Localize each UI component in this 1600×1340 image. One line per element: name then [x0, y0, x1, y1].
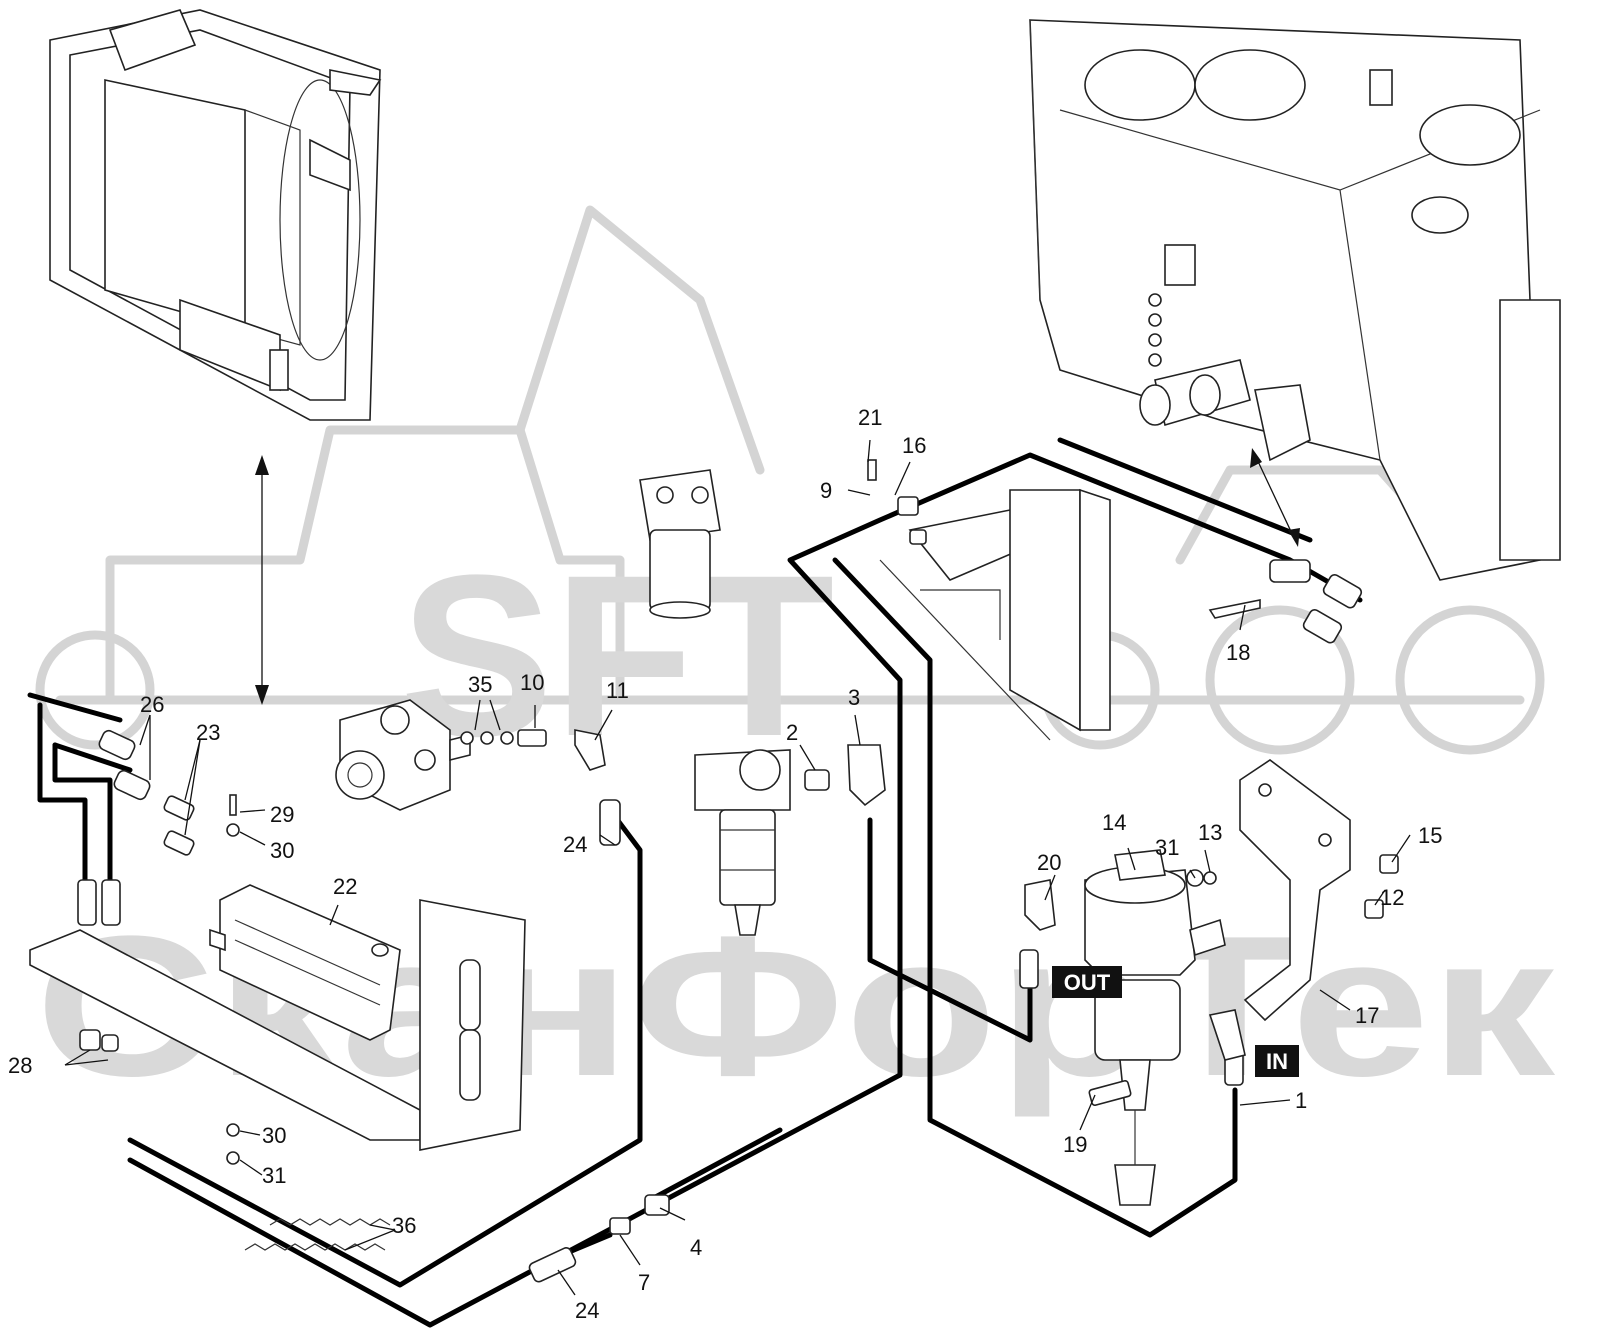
callout-11: 11 — [606, 678, 629, 703]
fittings — [77, 459, 1399, 1283]
arrow-up-icon — [1250, 448, 1262, 468]
callout-28: 28 — [8, 1053, 32, 1078]
chassis-frame — [1029, 19, 1561, 581]
assembly-arrows — [255, 448, 1300, 705]
callout-30-top: 30 — [270, 838, 294, 863]
callout-26: 26 — [140, 692, 164, 717]
arrow-up-icon — [255, 455, 269, 475]
fuel-filter-housing — [1084, 849, 1196, 1206]
water-separator-filter — [694, 749, 791, 936]
callout-24-top: 24 — [563, 832, 587, 857]
callout-9: 9 — [820, 478, 832, 503]
out-label: OUT — [1064, 970, 1111, 995]
fuel-injection-pump — [335, 699, 471, 811]
callout-22: 22 — [333, 874, 357, 899]
callout-30-bottom: 30 — [262, 1123, 286, 1148]
callout-19: 19 — [1063, 1132, 1087, 1157]
callout-23: 23 — [196, 720, 220, 745]
arrow-down-icon — [1288, 528, 1300, 547]
fuel-cooler — [209, 884, 401, 1041]
callout-35: 35 — [468, 672, 492, 697]
callout-labels: 21 16 9 18 35 10 11 3 2 26 23 29 30 24 2… — [8, 405, 1442, 1323]
callout-17: 17 — [1355, 1003, 1379, 1028]
callout-4: 4 — [690, 1235, 702, 1260]
tank-bracket — [879, 488, 1111, 741]
callout-31-bottom: 31 — [262, 1163, 286, 1188]
callout-3: 3 — [848, 685, 860, 710]
callout-29: 29 — [270, 802, 294, 827]
callout-31-top: 31 — [1155, 835, 1179, 860]
in-label: IN — [1266, 1049, 1288, 1074]
callout-7: 7 — [638, 1270, 650, 1295]
leader-lines — [64, 439, 1411, 1296]
radiator-assembly — [49, 9, 382, 421]
in-tag: IN — [1255, 1045, 1299, 1077]
arrow-down-icon — [255, 685, 269, 705]
callout-21: 21 — [858, 405, 882, 430]
fuel-hoses — [27, 437, 1363, 1328]
callout-20: 20 — [1037, 850, 1061, 875]
primary-fuel-filter — [639, 469, 721, 619]
callout-15: 15 — [1418, 823, 1442, 848]
callout-13: 13 — [1198, 820, 1222, 845]
out-tag: OUT — [1052, 966, 1122, 998]
lower-frame-rail — [29, 899, 526, 1151]
callout-12: 12 — [1380, 885, 1404, 910]
callout-16: 16 — [902, 433, 926, 458]
callout-18: 18 — [1226, 640, 1250, 665]
callout-2: 2 — [786, 720, 798, 745]
callout-1: 1 — [1295, 1088, 1307, 1113]
callout-36: 36 — [392, 1213, 416, 1238]
filter-mount-bracket — [1189, 759, 1351, 1022]
callout-10: 10 — [520, 670, 544, 695]
callout-24-bottom: 24 — [575, 1298, 599, 1323]
callout-14: 14 — [1102, 810, 1126, 835]
